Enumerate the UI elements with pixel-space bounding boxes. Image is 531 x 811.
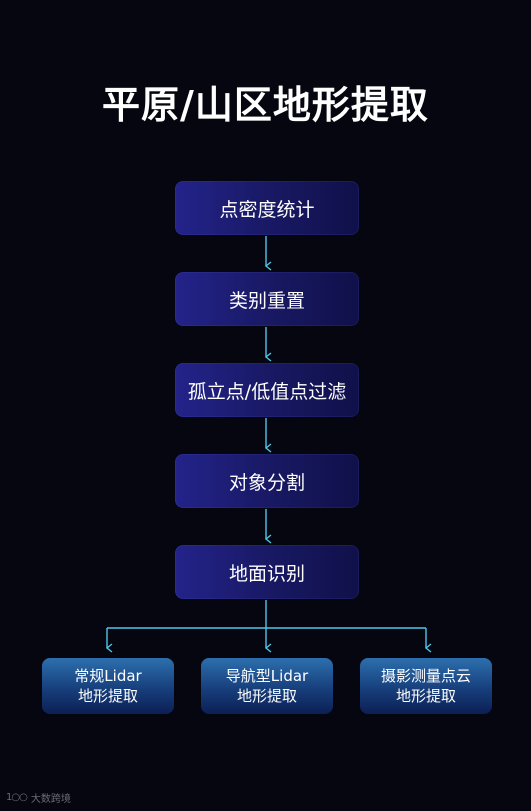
step-class-reset: 类别重置 [175, 272, 359, 326]
output-standard-lidar: 常规Lidar 地形提取 [42, 658, 174, 714]
step-ground-recognition: 地面识别 [175, 545, 359, 599]
output-navigation-lidar-line2: 地形提取 [236, 687, 297, 705]
step-object-segmentation: 对象分割 [175, 454, 359, 508]
step-outlier-filter: 孤立点/低值点过滤 [175, 363, 359, 417]
output-photogrammetry: 摄影测量点云 地形提取 [360, 658, 492, 714]
watermark-text: 大数跨境 [30, 794, 71, 805]
output-photogrammetry-line1: 摄影测量点云 [380, 667, 471, 685]
output-navigation-lidar-line1: 导航型Lidar [225, 667, 309, 685]
diagram-title: 平原/山区地形提取 [102, 83, 429, 127]
logo-mark-icon: 1○○ [6, 792, 28, 803]
output-navigation-lidar: 导航型Lidar 地形提取 [201, 658, 333, 714]
step-point-density: 点密度统计 [175, 181, 359, 235]
watermark: 1○○ 大数跨境 [6, 790, 71, 805]
output-photogrammetry-line2: 地形提取 [395, 687, 456, 705]
output-standard-lidar-line2: 地形提取 [77, 687, 138, 705]
output-standard-lidar-line1: 常规Lidar [74, 667, 142, 685]
